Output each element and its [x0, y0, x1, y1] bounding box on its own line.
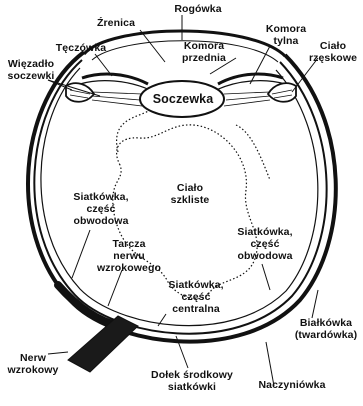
vitreous-inner-dots: [117, 110, 270, 180]
iris-left: [82, 74, 148, 84]
posterior-dark-band: [58, 285, 120, 326]
label-dolek: Dołek środkowy siatkówki: [139, 369, 245, 393]
label-bialkowka: Białkówka (twardówka): [288, 317, 363, 341]
label-soczewka: Soczewka: [148, 93, 218, 105]
label-naczyniowka: Naczyniówka: [246, 379, 338, 391]
label-tarcza: Tarcza nerwu wzrokowego: [86, 238, 172, 274]
label-teczowka: Tęczówka: [44, 42, 118, 54]
label-zrenica: Źrenica: [81, 17, 151, 29]
label-rogowka: Rogówka: [163, 3, 233, 15]
label-cialo-rzeskowe: Ciało rzęskowe: [302, 40, 363, 64]
label-siatkowka-centralna: Siatkówka, część centralna: [154, 279, 238, 315]
label-cialo-szkliste: Ciało szkliste: [160, 182, 220, 206]
label-siatkowka-obwodowa-left: Siatkówka, część obwodowa: [60, 191, 142, 227]
label-komora-przednia: Komora przednia: [167, 40, 241, 64]
label-wiezadlo: Więzadło soczewki: [0, 58, 62, 82]
label-nerw: Nerw wzrokowy: [0, 352, 66, 376]
label-siatkowka-obwodowa-right: Siatkówka, część obwodowa: [224, 226, 306, 262]
ciliary-body-right: [268, 83, 296, 102]
